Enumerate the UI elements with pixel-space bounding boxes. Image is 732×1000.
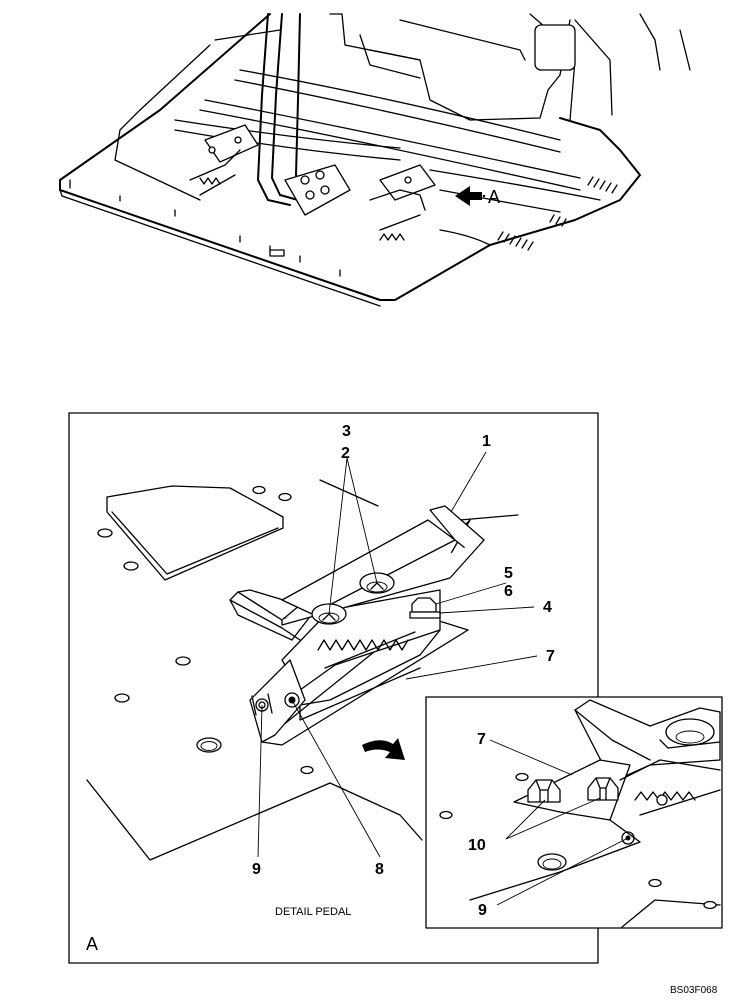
inset-callout-7: 7	[477, 731, 486, 748]
detail-frame	[68, 412, 599, 964]
inset-callout-10: 10	[468, 837, 486, 854]
callout-4: 4	[543, 599, 552, 616]
callout-8: 8	[375, 861, 384, 878]
detail-frame-label: A	[86, 934, 98, 954]
inset-leaders	[489, 739, 629, 906]
callout-6: 6	[504, 583, 513, 600]
inset-callout-9: 9	[478, 902, 487, 919]
callout-9: 9	[252, 861, 261, 878]
inset-direction-arrow	[362, 738, 405, 760]
detail-pedal-drawing	[86, 479, 519, 861]
document-id: BS03F068	[670, 985, 718, 996]
overview-vent-slots	[497, 176, 618, 251]
callout-5: 5	[504, 565, 513, 582]
callout-1: 1	[482, 433, 491, 450]
detail-caption: DETAIL PEDAL	[275, 906, 351, 918]
view-arrow-label: A	[488, 187, 500, 207]
callout-3: 3	[342, 423, 351, 440]
callout-7: 7	[546, 648, 555, 665]
callout-2: 2	[341, 445, 350, 462]
detail-leaders	[257, 451, 538, 858]
overview-cab-floor	[59, 13, 691, 307]
view-arrow-a: A	[455, 186, 500, 207]
